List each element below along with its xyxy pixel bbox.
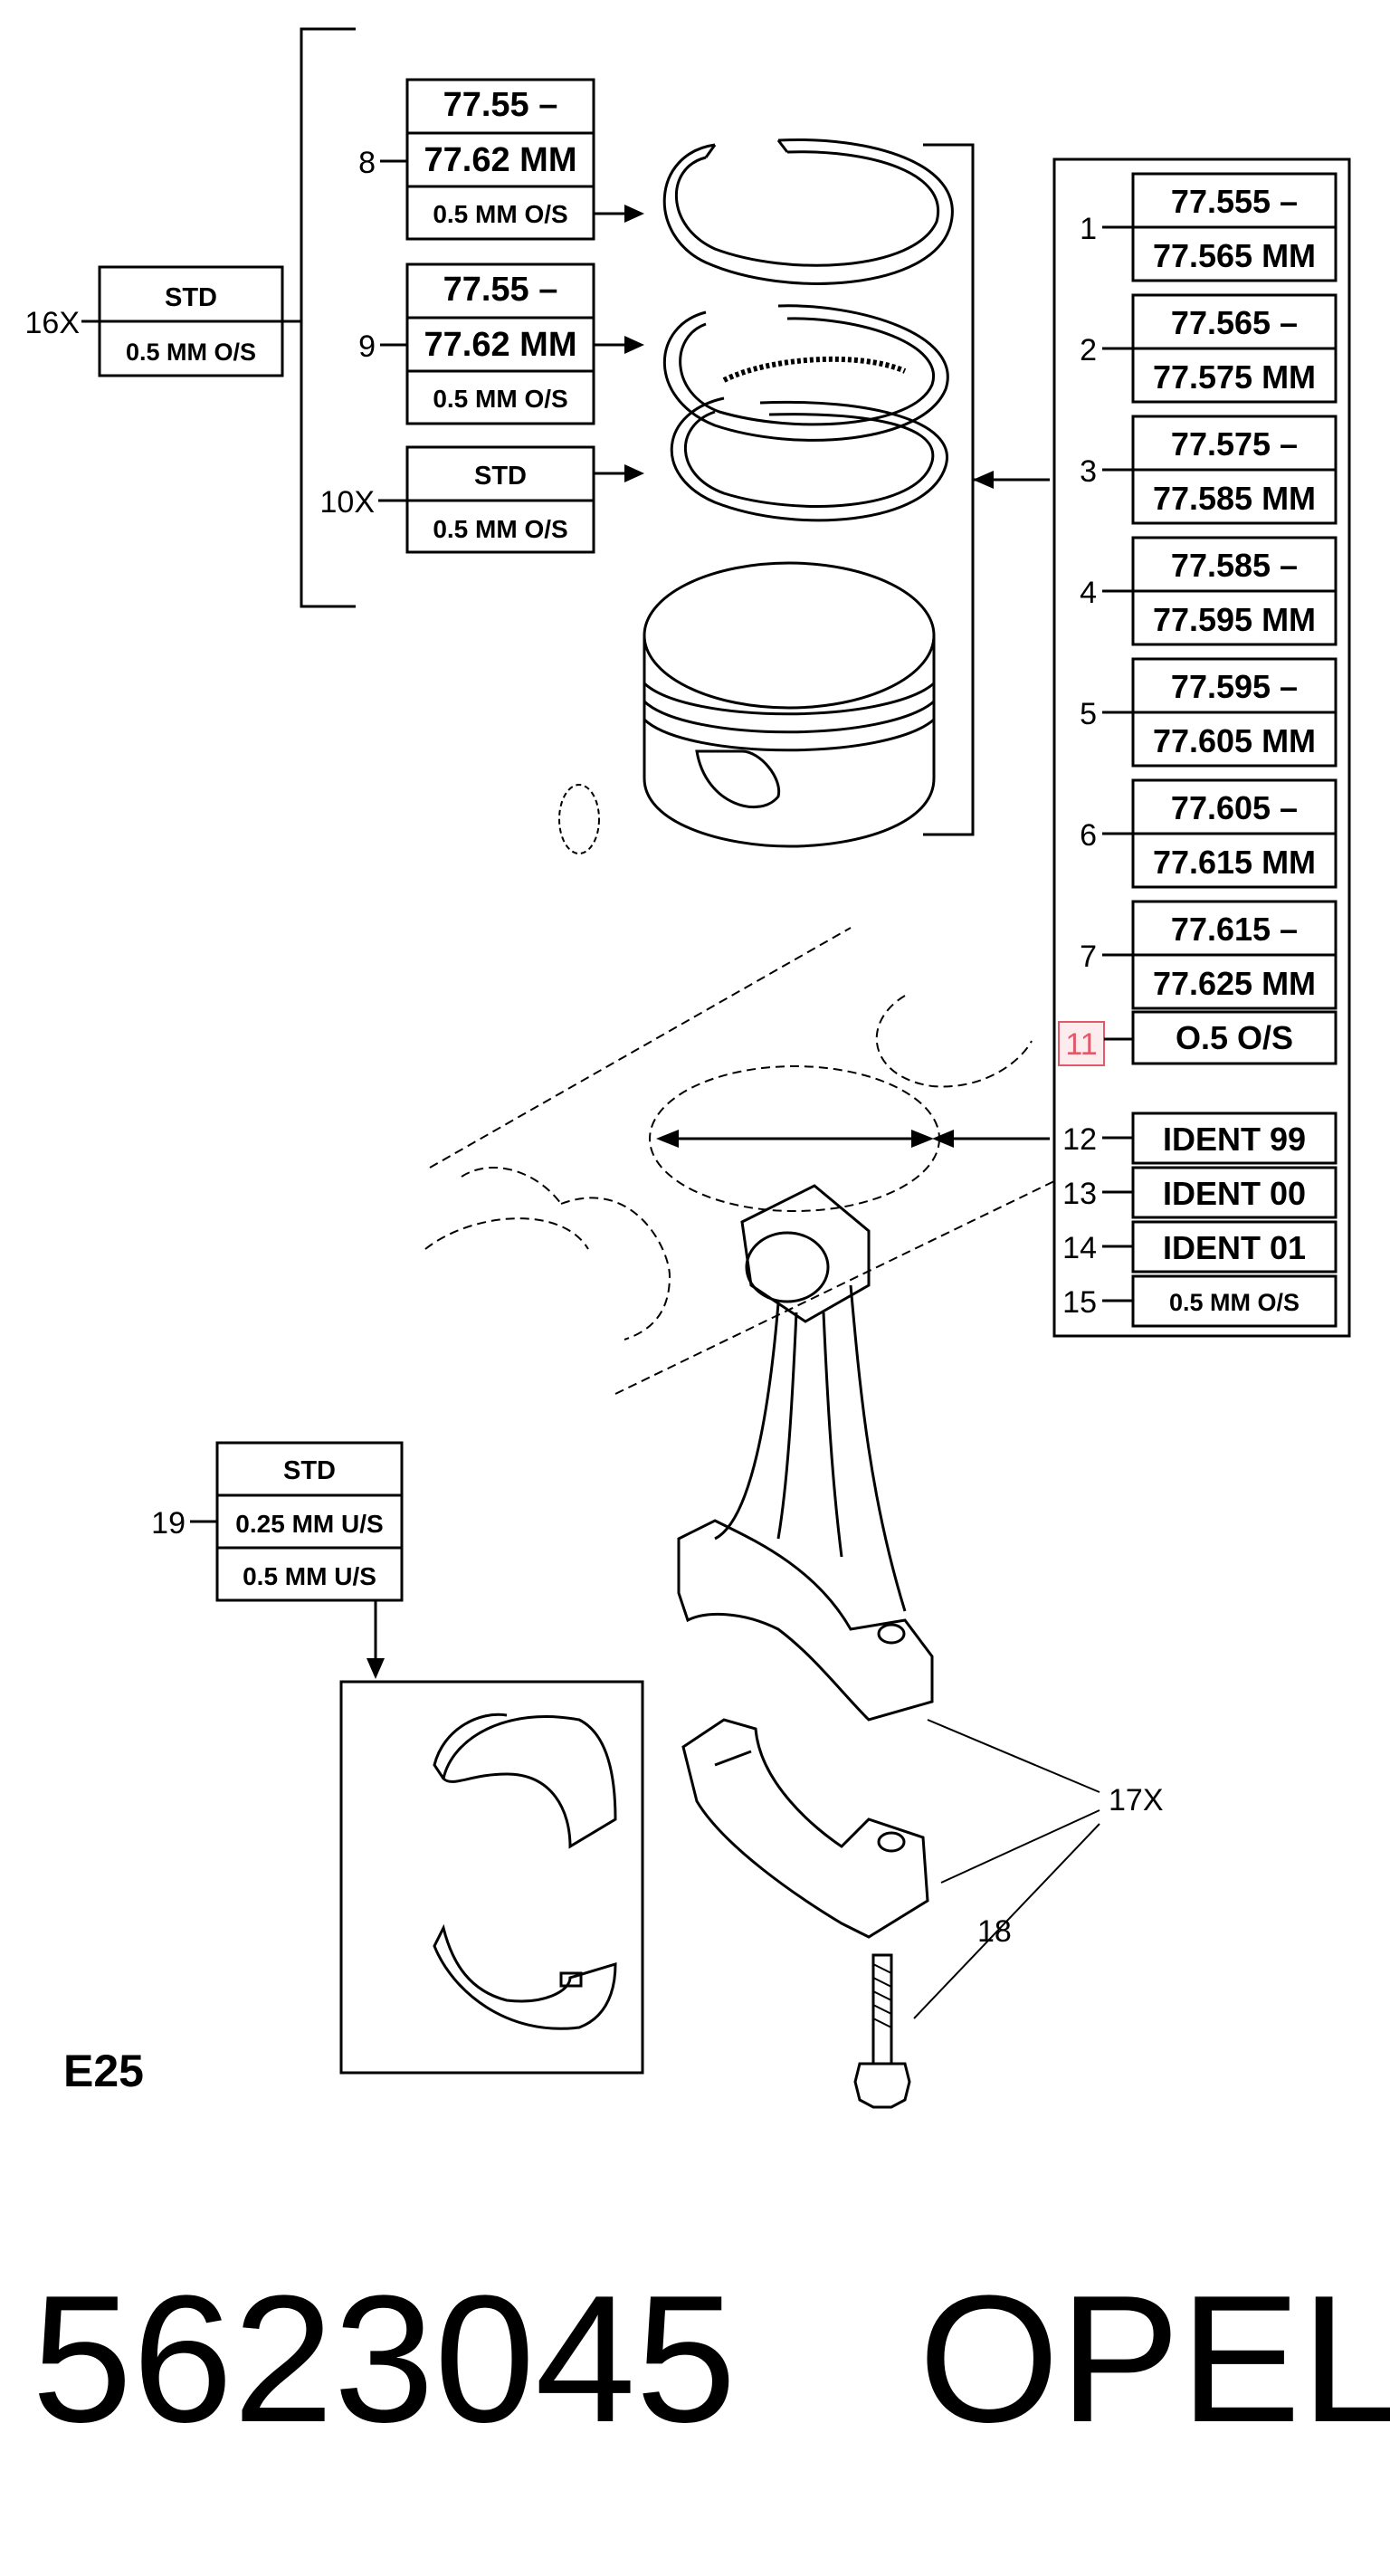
piston-size-from: 77.595 – <box>1171 668 1298 705</box>
callout-19: 19 <box>151 1506 186 1541</box>
brand-name: OPEL <box>919 2258 1390 2460</box>
callout-16x: 16X <box>25 306 81 340</box>
ident-box: IDENT 99 12 <box>1062 1111 1338 1165</box>
callout-7: 7 <box>1080 940 1097 974</box>
ident-label: IDENT 00 <box>1163 1175 1306 1212</box>
ring-9-size-from: 77.55 – <box>443 271 558 309</box>
piston-size-box: 77.555 – 77.565 MM 1 <box>1080 172 1338 282</box>
callout-13: 13 <box>1062 1177 1097 1211</box>
piston-size-to: 77.595 MM <box>1153 601 1316 638</box>
ring-10-oversize: 0.5 MM O/S <box>433 515 567 543</box>
piston-size-frame <box>1052 157 1351 1338</box>
callout-15: 15 <box>1062 1285 1097 1320</box>
piston-size-box: 77.585 – 77.595 MM 4 <box>1080 536 1338 646</box>
callout-8: 8 <box>358 146 376 180</box>
piston-size-box: 77.575 – 77.585 MM 3 <box>1080 415 1338 525</box>
ring-set-std-label: STD <box>165 283 217 312</box>
callout-11-highlight <box>1058 1021 1105 1066</box>
ring-9-size-to: 77.62 MM <box>424 326 577 364</box>
piston-size-box: 77.605 – 77.615 MM 6 <box>1080 778 1338 889</box>
ring-8-oversize: 0.5 MM O/S <box>433 200 567 228</box>
callout-11: 11 <box>1065 1027 1097 1062</box>
piston-size-box: 77.615 – 77.625 MM 7 <box>1080 900 1338 1010</box>
ring-9-oversize: 0.5 MM O/S <box>433 385 567 413</box>
ident-label: 0.5 MM O/S <box>1169 1289 1300 1316</box>
piston-size-from: 77.605 – <box>1171 789 1298 826</box>
bearing-05-us: 0.5 MM U/S <box>243 1562 376 1590</box>
piston-size-to: 77.585 MM <box>1153 480 1316 517</box>
part-number: 5623045 <box>32 2258 737 2460</box>
ident-box: IDENT 00 13 <box>1062 1166 1338 1219</box>
piston-size-from: 77.575 – <box>1171 425 1298 463</box>
ident-box: 0.5 MM O/S 15 <box>1062 1274 1338 1328</box>
ring-8-size-to: 77.62 MM <box>424 141 577 179</box>
piston-size-from: 77.585 – <box>1171 547 1298 584</box>
ring-box-9: 77.55 – 77.62 MM 0.5 MM O/S <box>405 262 595 425</box>
callout-14: 14 <box>1062 1231 1097 1265</box>
piston-size-box: 77.595 – 77.605 MM 5 <box>1080 657 1338 768</box>
piston-size-to: 77.575 MM <box>1153 358 1316 396</box>
connecting-rod-illustration <box>677 1184 934 1939</box>
piston-size-box: 77.565 – 77.575 MM 2 <box>1080 293 1338 404</box>
callout-4: 4 <box>1080 576 1097 610</box>
callout-1: 1 <box>1080 212 1097 246</box>
bearing-shells-illustration <box>433 1713 617 2030</box>
piston-rings-illustration <box>558 138 954 854</box>
piston-size-from: 77.555 – <box>1171 183 1298 220</box>
bearing-025-us: 0.25 MM U/S <box>235 1510 383 1538</box>
engine-block-outline <box>424 927 1055 1395</box>
callout-18: 18 <box>977 1914 1012 1949</box>
ring-set-box-16: STD 0.5 MM O/S <box>98 265 284 377</box>
piston-size-from: 77.565 – <box>1171 304 1298 341</box>
ring-box-10: STD 0.5 MM O/S <box>405 445 595 554</box>
bearing-shells-frame <box>339 1680 644 2075</box>
piston-size-to: 77.625 MM <box>1153 965 1316 1002</box>
rod-bolt-illustration <box>853 1953 911 2109</box>
callout-12: 12 <box>1062 1122 1097 1157</box>
piston-size-to: 77.615 MM <box>1153 844 1316 881</box>
callout-10x: 10X <box>320 485 376 520</box>
callout-5: 5 <box>1080 697 1097 731</box>
ring-box-8: 77.55 – 77.62 MM 0.5 MM O/S <box>405 78 595 241</box>
ident-box: IDENT 01 14 <box>1062 1220 1338 1274</box>
callout-2: 2 <box>1080 333 1097 367</box>
ring-8-size-from: 77.55 – <box>443 86 558 124</box>
oversize-label: O.5 O/S <box>1176 1019 1293 1056</box>
ring-set-os-label: 0.5 MM O/S <box>126 339 256 366</box>
piston-size-to: 77.565 MM <box>1153 237 1316 274</box>
ring-10-std: STD <box>474 462 527 491</box>
callout-9: 9 <box>358 329 376 364</box>
piston-bracket <box>923 143 975 836</box>
diagram-code: E25 <box>63 2046 144 2096</box>
piston-size-to: 77.605 MM <box>1153 722 1316 759</box>
callout-6: 6 <box>1080 818 1097 853</box>
piston-size-from: 77.615 – <box>1171 911 1298 948</box>
callout-17x: 17X <box>1109 1783 1164 1818</box>
bearing-std: STD <box>283 1456 336 1485</box>
ident-label: IDENT 01 <box>1163 1229 1306 1266</box>
callout-3: 3 <box>1080 454 1097 489</box>
ident-label: IDENT 99 <box>1163 1121 1306 1158</box>
ring-set-bracket <box>300 27 356 608</box>
bearing-box-19: STD 0.25 MM U/S 0.5 MM U/S <box>215 1441 404 1602</box>
